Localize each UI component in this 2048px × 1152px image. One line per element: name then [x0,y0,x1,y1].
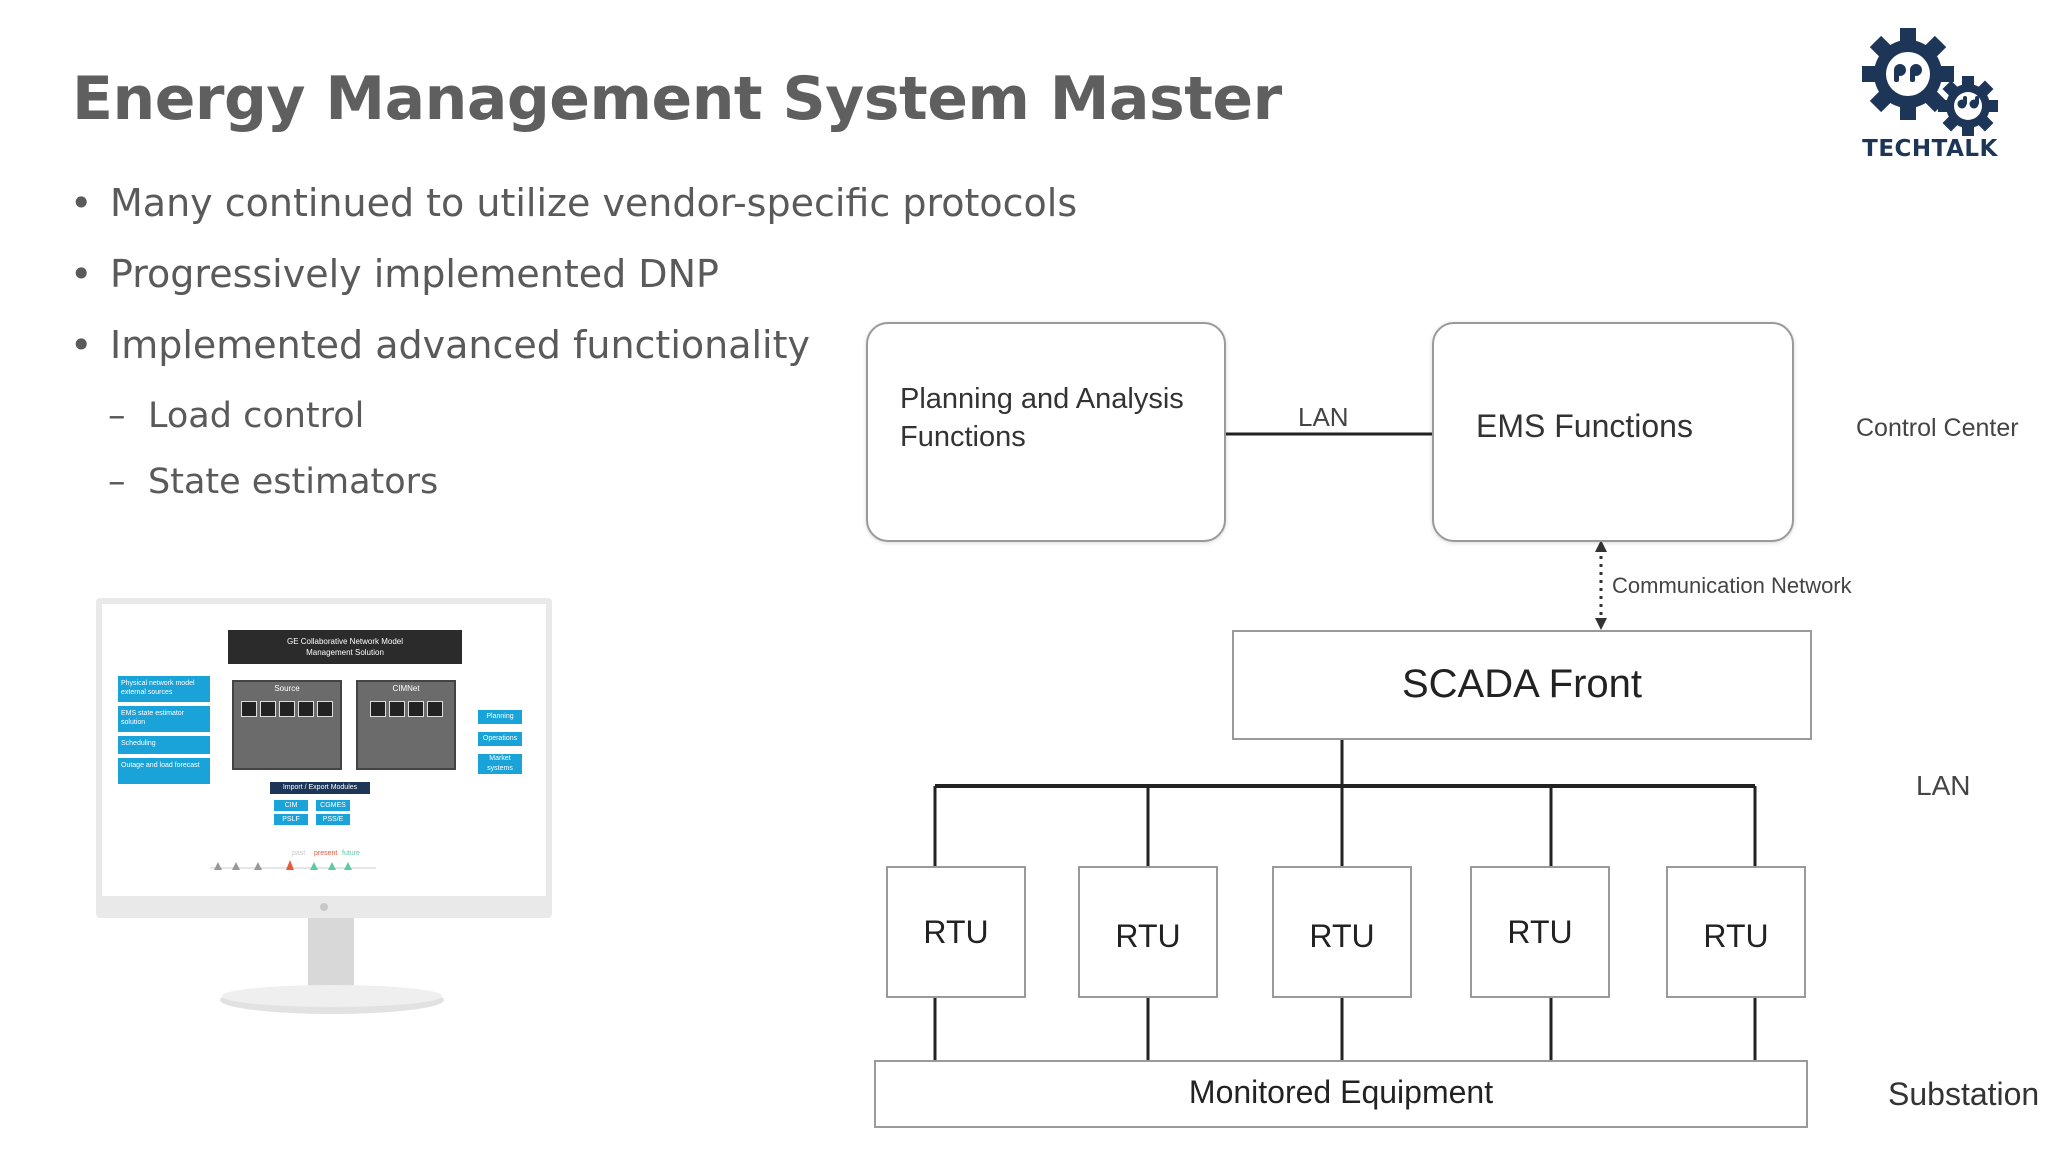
sub-bullet-marker: – [108,396,126,436]
lan-label-side: LAN [1916,770,1971,801]
bullet-marker: • [70,323,93,367]
screen-right-item: Operations [478,732,522,746]
bullet-marker: • [70,181,93,225]
screen-left-item: Scheduling [118,736,210,754]
screen-left-item: EMS state estimator solution [118,706,210,732]
scada-front-box: SCADA Front [1232,630,1812,740]
planning-analysis-box: Planning and Analysis Functions [866,322,1226,542]
screen-timeline-label: past [292,850,306,857]
substation-label: Substation [1888,1076,2040,1112]
bullet-item: • Many continued to utilize vendor-speci… [70,176,1077,247]
lan-label-top: LAN [1298,402,1349,432]
screen-left-item: Outage and load forecast [118,758,210,784]
planning-box-label-line: Functions [900,421,1026,453]
sub-bullet-marker: – [108,462,126,502]
screen-format-chip: PSS/E [316,814,350,825]
rtu-box: RTU [1666,866,1806,998]
bullet-text: Progressively implemented DNP [110,252,719,296]
monitored-equipment-box: Monitored Equipment [874,1060,1808,1128]
screen-timeline-arrows [210,860,376,870]
rtu-box: RTU [886,866,1026,998]
rtu-box: RTU [1470,866,1610,998]
planning-box-label-line: Planning and Analysis [900,383,1184,415]
screen-format-chip: PSLF [274,814,308,825]
bullet-text: Many continued to utilize vendor-specifi… [110,181,1078,225]
screen-right-item: Planning [478,710,522,724]
communication-network-label: Communication Network [1612,573,1852,598]
sub-bullet-item: – State estimators [70,455,1077,521]
techtalk-logo: TECHTALK [1850,26,2010,166]
rtu-box: RTU [1272,866,1412,998]
screen-right-item: Market systems [478,754,522,774]
logo-text: TECHTALK [1862,136,1998,162]
sub-bullet-item: – Load control [70,389,1077,455]
monitor-illustration: GE Collaborative Network Model Managemen… [96,598,556,1018]
screen-timeline-label: future [342,850,360,857]
bullet-item: • Progressively implemented DNP [70,247,1077,318]
ems-functions-box: EMS Functions [1432,322,1794,542]
ems-box-label: EMS Functions [1476,408,1693,444]
rtu-box: RTU [1078,866,1218,998]
bullet-list: • Many continued to utilize vendor-speci… [70,176,1077,521]
bullet-text: Implemented advanced functionality [110,323,810,367]
screen-source-panel: Source [232,680,342,770]
screen-format-chip: CGMES [316,800,350,811]
screen-import-export: Import / Export Modules [270,782,370,794]
screen-header-text: GE Collaborative Network Model [286,637,404,646]
gear-quote-icon [1862,28,1998,136]
rtu-label: RTU [1507,914,1573,950]
screen-timeline-label: present [314,850,338,857]
sub-bullet-text: State estimators [148,462,439,502]
control-center-label: Control Center [1856,414,2019,442]
bullet-item: • Implemented advanced functionality [70,318,1077,389]
rtu-label: RTU [1115,918,1181,954]
screen-cimnet-panel: CIMNet [356,680,456,770]
monitored-equipment-label: Monitored Equipment [1188,1074,1494,1110]
scada-box-label: SCADA Front [1401,662,1643,706]
bullet-marker: • [70,252,93,296]
screen-header: GE Collaborative Network Model Managemen… [228,630,462,664]
screen-left-item: Physical network model external sources [118,676,210,702]
slide-title: Energy Management System Master [72,64,1282,134]
screen-source-label: Source [274,684,300,693]
screen-cimnet-label: CIMNet [392,684,420,693]
rtu-label: RTU [923,914,989,950]
screen-header-text: Management Solution [306,648,384,657]
sub-bullet-text: Load control [148,396,365,436]
rtu-label: RTU [1703,918,1769,954]
screen-content: GE Collaborative Network Model Managemen… [106,608,542,894]
screen-format-chip: CIM [274,800,308,811]
rtu-label: RTU [1309,918,1375,954]
